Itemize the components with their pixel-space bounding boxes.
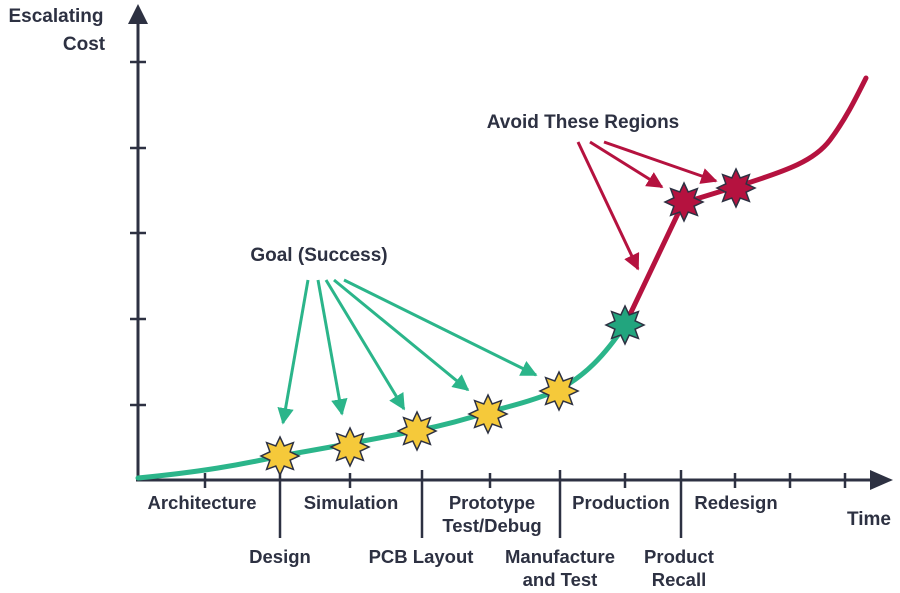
y-axis (128, 4, 148, 480)
yellow-burst-icon (467, 393, 509, 435)
avoid-callout-label: Avoid These Regions (487, 112, 680, 133)
goal-arrows (277, 278, 538, 425)
phase-label-recall-line2: Recall (652, 569, 707, 590)
red-burst-icon (715, 167, 757, 209)
green-burst-icon (604, 304, 646, 346)
phase-label-pcb-layout: PCB Layout (369, 546, 474, 567)
x-axis-arrow-icon (870, 470, 893, 490)
phase-label-manufacture-line2: and Test (523, 569, 598, 590)
goal-markers (259, 370, 580, 477)
phase-label-design: Design (249, 546, 311, 567)
red-burst-icon (663, 181, 705, 223)
yellow-burst-icon (396, 410, 438, 452)
phase-label-production: Production (572, 492, 670, 513)
y-axis-title-line2: Cost (63, 34, 106, 55)
x-axis (136, 470, 893, 538)
x-axis-title: Time (847, 509, 891, 530)
avoid-markers (663, 167, 757, 223)
phase-label-recall-line1: Product (644, 546, 714, 567)
phase-label-architecture: Architecture (148, 492, 257, 513)
phase-label-prototype-line1: Prototype (449, 492, 535, 513)
yellow-burst-icon (538, 370, 580, 412)
goal-callout-label: Goal (Success) (250, 245, 387, 266)
phase-label-prototype-line2: Test/Debug (442, 515, 541, 536)
avoid-arrows (576, 140, 718, 271)
yellow-burst-icon (259, 435, 301, 477)
y-axis-title-line1: Escalating (8, 6, 103, 27)
phase-label-redesign: Redesign (694, 492, 777, 513)
phase-label-manufacture-line1: Manufacture (505, 546, 615, 567)
phase-dividers (278, 470, 683, 538)
phase-label-simulation: Simulation (304, 492, 399, 513)
failure-cost-curve (622, 75, 869, 328)
x-axis-minor-ticks (203, 473, 847, 488)
yellow-burst-icon (329, 426, 371, 468)
y-axis-arrow-icon (128, 4, 148, 24)
y-axis-ticks (130, 60, 146, 407)
